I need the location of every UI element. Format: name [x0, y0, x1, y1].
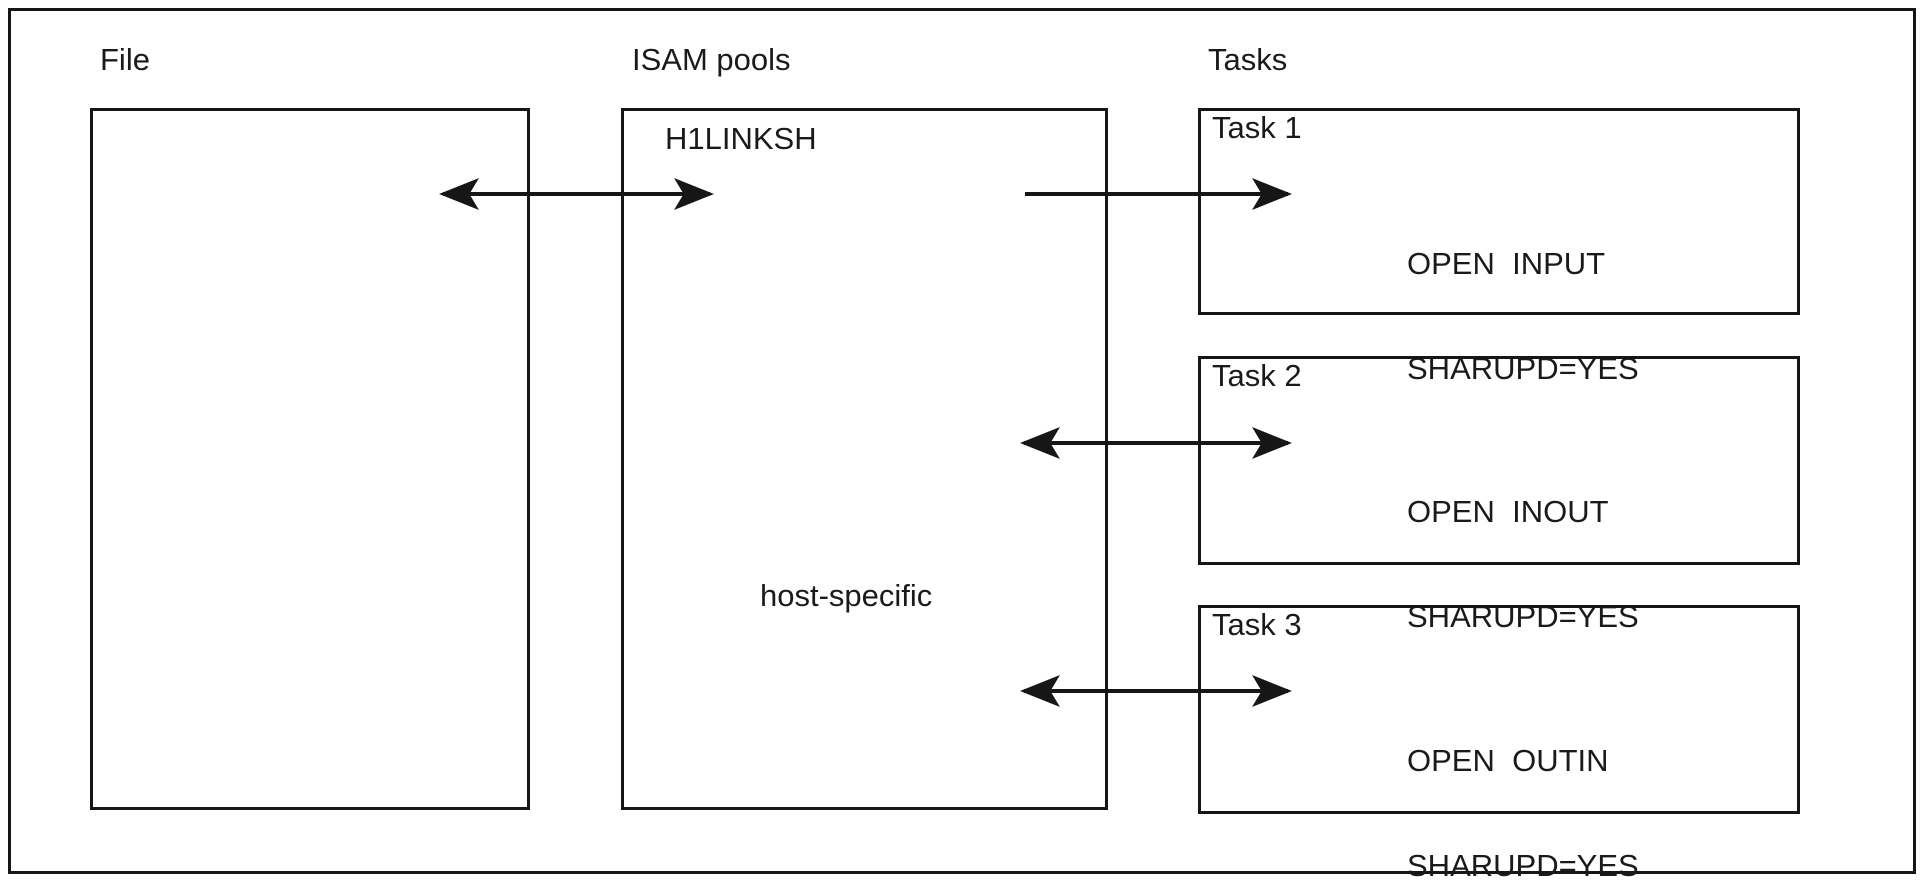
task-3-open-line: OPEN OUTIN: [1407, 743, 1609, 779]
file-box: [90, 108, 530, 810]
task-1-open-line: OPEN INPUT: [1407, 246, 1606, 282]
column-label-tasks: Tasks: [1208, 42, 1288, 77]
isam-pools-box: [621, 108, 1108, 810]
task-2-open-line: OPEN INOUT: [1407, 494, 1609, 530]
task-2-box: [1198, 356, 1800, 565]
diagram-outer-frame: [8, 8, 1916, 874]
task-3-box: [1198, 605, 1800, 814]
column-label-isam-pools: ISAM pools: [632, 42, 791, 77]
task-2-title: Task 2: [1212, 358, 1302, 393]
task-3-sharupd-line: SHARUPD=YES: [1407, 847, 1639, 883]
task-1-title: Task 1: [1212, 110, 1302, 145]
task-3-open-mode: OPEN OUTIN SHARUPD=YES: [1407, 675, 1639, 884]
isam-pool-name-label: H1LINKSH: [665, 121, 817, 156]
task-2-sharupd-line: SHARUPD=YES: [1407, 598, 1639, 634]
task-1-box: [1198, 108, 1800, 315]
task-2-open-mode: OPEN INOUT SHARUPD=YES: [1407, 426, 1639, 704]
host-specific-label: host-specific: [760, 578, 933, 613]
column-label-file: File: [100, 42, 150, 77]
task-3-title: Task 3: [1212, 607, 1302, 642]
